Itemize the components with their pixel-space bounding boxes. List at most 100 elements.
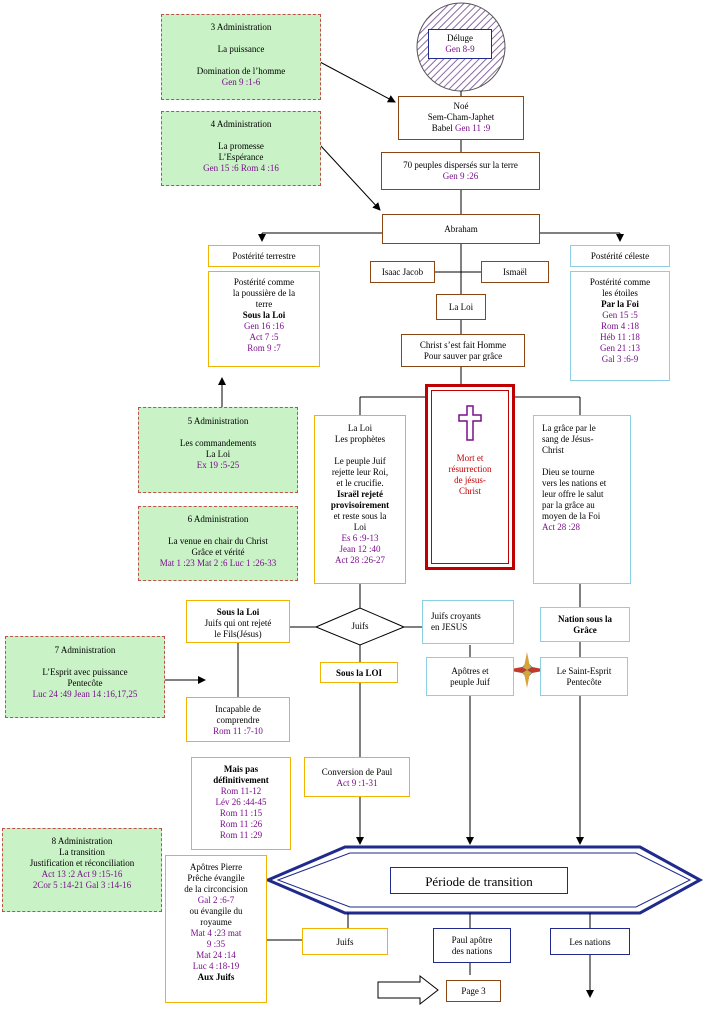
nationgrace-line2: Grâce	[573, 625, 597, 635]
admin8-title: 8 Administration	[51, 836, 113, 846]
grace-line: moyen de la Foi	[542, 511, 601, 521]
noe-line3: Babel	[431, 123, 453, 133]
celeste-head-label: Postérité céleste	[590, 251, 650, 261]
celeste-line1: Postérité comme	[589, 277, 651, 287]
admin3-line2: La puissance	[217, 44, 265, 54]
page3-arrow	[377, 974, 439, 1006]
maispas-bold1: Mais pas	[223, 764, 259, 774]
croyants-line2: en JESUS	[431, 622, 468, 632]
laloi-label: La Loi	[448, 302, 474, 312]
periode-box: Période de transition	[390, 867, 568, 894]
peuples-ref: Gen 9 :26	[442, 171, 479, 181]
mort-line2: résurrection	[448, 464, 492, 474]
abraham-box: Abraham	[382, 214, 540, 244]
souslaloi-line1: Juifs qui ont rejeté	[204, 618, 272, 628]
page3-box[interactable]: Page 3	[446, 980, 501, 1002]
terrestre-line1: Postérité comme	[233, 277, 295, 287]
souslaloi-box: Sous la Loi Juifs qui ont rejeté le Fils…	[186, 600, 290, 643]
terrestre-box: Postérité comme la poussière de la terre…	[208, 271, 320, 367]
admin3-title: 3 Administration	[210, 22, 272, 32]
incapable-line1: Incapable de	[215, 704, 261, 714]
celeste-ref: Gen 21 :13	[600, 343, 640, 353]
terrestre-line3: terre	[255, 299, 273, 309]
souslaloi-bold: Sous la Loi	[216, 607, 260, 617]
terrestre-ref: Rom 9 :7	[247, 343, 281, 353]
deluge-ref: Gen 8-9	[445, 44, 475, 54]
mort-box: Mort et résurrection de jésus- Christ	[425, 384, 515, 570]
loiprophetes-box: La Loi Les prophètes Le peuple Juif reje…	[314, 415, 406, 584]
admin6-ref: Mat 1 :23 Mat 2 :6 Luc 1 :26-33	[159, 558, 277, 568]
pierre-ref: 9 :35	[206, 939, 226, 949]
pierre-box: Apôtres Pierre Prêche évangile de la cir…	[165, 855, 267, 1003]
ismael-label: Ismaël	[503, 267, 527, 277]
incapable-line2: comprendre	[216, 715, 260, 725]
maispas-ref: Rom 11 :15	[219, 808, 263, 818]
maispas-box: Mais pas définitivement Rom 11-12 Lév 26…	[191, 757, 291, 850]
admin4-line2: La promesse	[218, 141, 264, 151]
loiprophetes-text: et le crucifie.	[336, 478, 384, 488]
loiprophetes-bold: provisoirement	[330, 500, 390, 510]
pierre-line: royaume	[200, 917, 232, 927]
admin7-box: 7 Administration L’Esprit avec puissance…	[5, 636, 165, 718]
loiprophetes-text: et reste sous la	[333, 511, 387, 521]
conversion-line1: Conversion de Paul	[321, 767, 393, 777]
periode-label: Période de transition	[425, 874, 533, 889]
terrestre-ref: Gen 16 :16	[244, 321, 284, 331]
grace-line: par la grâce au	[542, 500, 595, 510]
celeste-line2: les étoiles	[602, 288, 638, 298]
juifs-diamond-label: Juifs	[351, 621, 369, 631]
celeste-ref: Héb 11 :18	[600, 332, 640, 342]
juifs-bottom-label: Juifs	[336, 937, 354, 947]
grace-line: Dieu se tourne	[542, 467, 595, 477]
christ-line2: Pour sauver par grâce	[423, 351, 503, 361]
celeste-ref: Gal 3 :6-9	[601, 354, 639, 364]
celeste-bold: Par la Foi	[601, 299, 639, 309]
celeste-ref: Rom 4 :18	[600, 321, 639, 331]
esprit-box: Le Saint-Esprit Pentecôte	[540, 657, 628, 696]
maispas-ref: Rom 11-12	[220, 786, 262, 796]
croyants-box: Juifs croyants en JESUS	[422, 600, 514, 644]
admin5-ref: Ex 19 :5-25	[196, 460, 240, 470]
loiprophetes-ref: Es 6 :9-13	[341, 533, 379, 543]
peuples-box: 70 peuples dispersés sur la terre Gen 9 …	[381, 152, 540, 190]
admin7-line2: L’Esprit avec puissance	[42, 667, 128, 677]
croyants-line1: Juifs croyants	[431, 611, 481, 621]
juifs-diamond	[314, 607, 406, 646]
christ-line1: Christ s’est fait Homme	[419, 340, 507, 350]
admin5-box: 5 Administration Les commandements La Lo…	[138, 407, 298, 493]
grace-box: La grâce par le sang de Jésus- Christ Di…	[533, 415, 631, 584]
admin6-box: 6 Administration La venue en chair du Ch…	[138, 506, 298, 581]
noe-ref: Gen 11 :9	[455, 123, 491, 133]
admin7-line3: Pentecôte	[67, 678, 103, 688]
pierre-bold: Aux Juifs	[197, 972, 235, 982]
mort-line1: Mort et	[456, 453, 484, 463]
admin7-title: 7 Administration	[54, 645, 116, 655]
grace-line: La grâce par le	[542, 423, 596, 433]
souslaloi2-label: Sous la LOI	[335, 668, 383, 678]
terrestre-line2: la poussière de la	[232, 288, 296, 298]
terrestre-head: Postérité terrestre	[208, 245, 320, 267]
pierre-line: Apôtres Pierre	[189, 862, 243, 872]
apotres-box: Apôtres et peuple Juif	[426, 657, 514, 696]
loiprophetes-line2: Les prophètes	[334, 434, 386, 444]
admin8-line3: Justification et réconciliation	[29, 858, 135, 868]
pierre-line: ou évangile du	[189, 906, 243, 916]
nationgrace-line1: Nation sous la	[557, 614, 612, 624]
admin8-ref2: 2Cor 5 :14-21 Gal 3 :14-16	[32, 880, 132, 890]
loiprophetes-ref: Act 28 :26-27	[335, 555, 385, 565]
apotres-line2: peuple Juif	[450, 677, 490, 687]
grace-line: Christ	[542, 445, 565, 455]
admin8-line2: La transition	[59, 847, 105, 857]
souslaloi2-box: Sous la LOI	[320, 662, 398, 683]
paul-line2: des nations	[451, 946, 493, 956]
maispas-ref: Rom 11 :29	[219, 830, 263, 840]
pierre-line: de la circoncision	[184, 884, 248, 894]
juifs-bottom-box: Juifs	[302, 928, 388, 955]
laloi-box: La Loi	[436, 294, 486, 320]
pierre-ref: Mat 4 :23 mat	[190, 928, 242, 938]
conversion-box: Conversion de Paul Act 9 :1-31	[304, 757, 410, 797]
conversion-ref: Act 9 :1-31	[336, 778, 378, 788]
admin6-title: 6 Administration	[187, 514, 249, 524]
page3-label: Page 3	[461, 986, 486, 996]
